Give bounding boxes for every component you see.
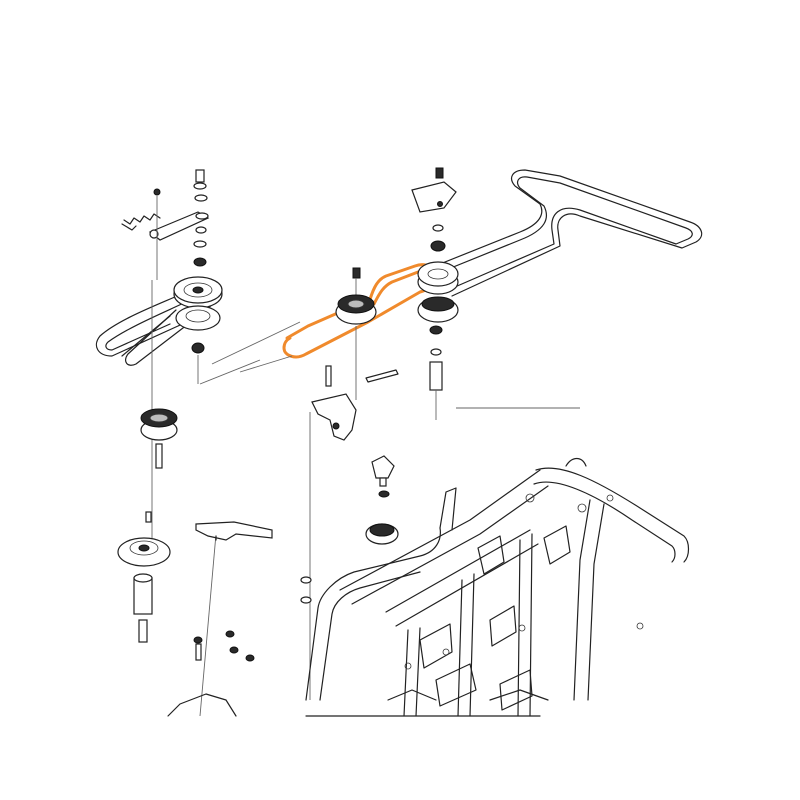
idler-bracket — [311, 393, 357, 441]
right-upper-pulley — [417, 261, 459, 295]
lower-deck-bracket — [167, 521, 273, 717]
right-bracket — [411, 181, 457, 213]
center-lower-pulley — [365, 523, 399, 545]
mower-frame — [305, 457, 690, 717]
center-pulley — [335, 294, 377, 325]
right-idler-stack — [411, 167, 459, 420]
left-idler-stack — [117, 169, 223, 643]
left-pulley — [173, 276, 223, 331]
lower-left-pulley — [140, 408, 178, 469]
washer-stack — [193, 169, 209, 267]
spacer-pulley — [117, 537, 171, 643]
leader-lines — [199, 321, 580, 717]
right-lower-pulley — [417, 296, 459, 323]
center-idler-stack — [300, 267, 399, 700]
spring — [121, 213, 161, 231]
main-drive-belt — [429, 169, 703, 297]
